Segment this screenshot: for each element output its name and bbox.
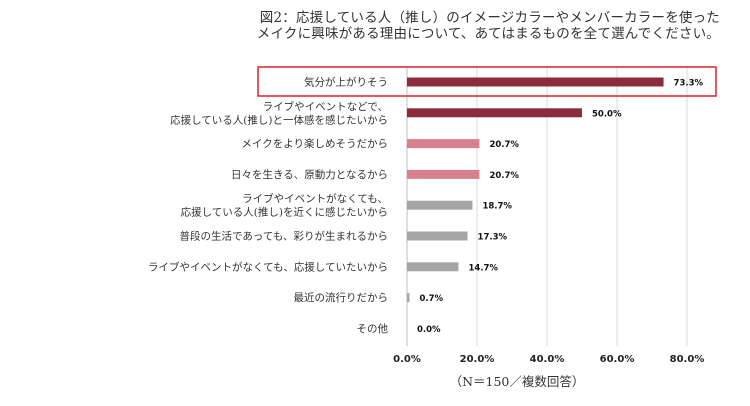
value-label: 50.0% (592, 109, 622, 119)
value-label: 0.7% (419, 294, 443, 304)
category-label: 最近の流行りだから (294, 291, 389, 304)
category-label: ライブやイベントがなくても、応援していたいから (148, 260, 388, 273)
category-label: ライブやイベントなどで、 (263, 100, 388, 113)
x-tick-label: 40.0% (530, 354, 565, 365)
bar (407, 77, 664, 87)
value-label: 20.7% (489, 140, 519, 150)
category-label: その他 (357, 322, 389, 335)
chart-title-line-1: 図2：応援している人（推し）のイメージカラーやメンバーカラーを使った (259, 10, 720, 26)
category-label: 気分が上がりそう (304, 76, 388, 89)
category-label: 日々を生きる、原動力となるから (231, 168, 388, 181)
bar (407, 231, 468, 241)
bar (407, 200, 473, 210)
x-tick-label: 20.0% (460, 354, 495, 365)
category-label: 普段の生活であっても、彩りが生まれるから (179, 230, 388, 243)
category-label: 応援している人(推し)を近くに感じたいから (181, 206, 388, 219)
bar (407, 169, 480, 179)
category-label: ライブやイベントがなくても、 (242, 192, 388, 205)
value-label: 20.7% (489, 171, 519, 181)
highlight-box (257, 66, 717, 97)
value-label: 18.7% (482, 202, 512, 212)
value-label: 73.3% (674, 79, 704, 89)
bar (407, 293, 410, 303)
value-label: 14.7% (468, 263, 498, 273)
chart-title-line-2: メイクに興味がある理由について、あてはまるものを全て選んでください。 (256, 26, 720, 42)
value-label: 17.3% (478, 233, 508, 243)
bar (407, 139, 480, 149)
bar (407, 108, 582, 118)
category-label: メイクをより楽しめそうだから (241, 137, 388, 150)
value-label: 0.0% (417, 325, 441, 335)
x-tick-label: 60.0% (600, 354, 635, 365)
bar (407, 262, 459, 272)
x-tick-label: 0.0% (393, 354, 421, 365)
category-label: 応援している人(推し)と一体感を感じたいから (170, 113, 388, 126)
x-axis-label: （N＝150／複数回答） (450, 374, 585, 389)
x-tick-label: 80.0% (670, 354, 705, 365)
